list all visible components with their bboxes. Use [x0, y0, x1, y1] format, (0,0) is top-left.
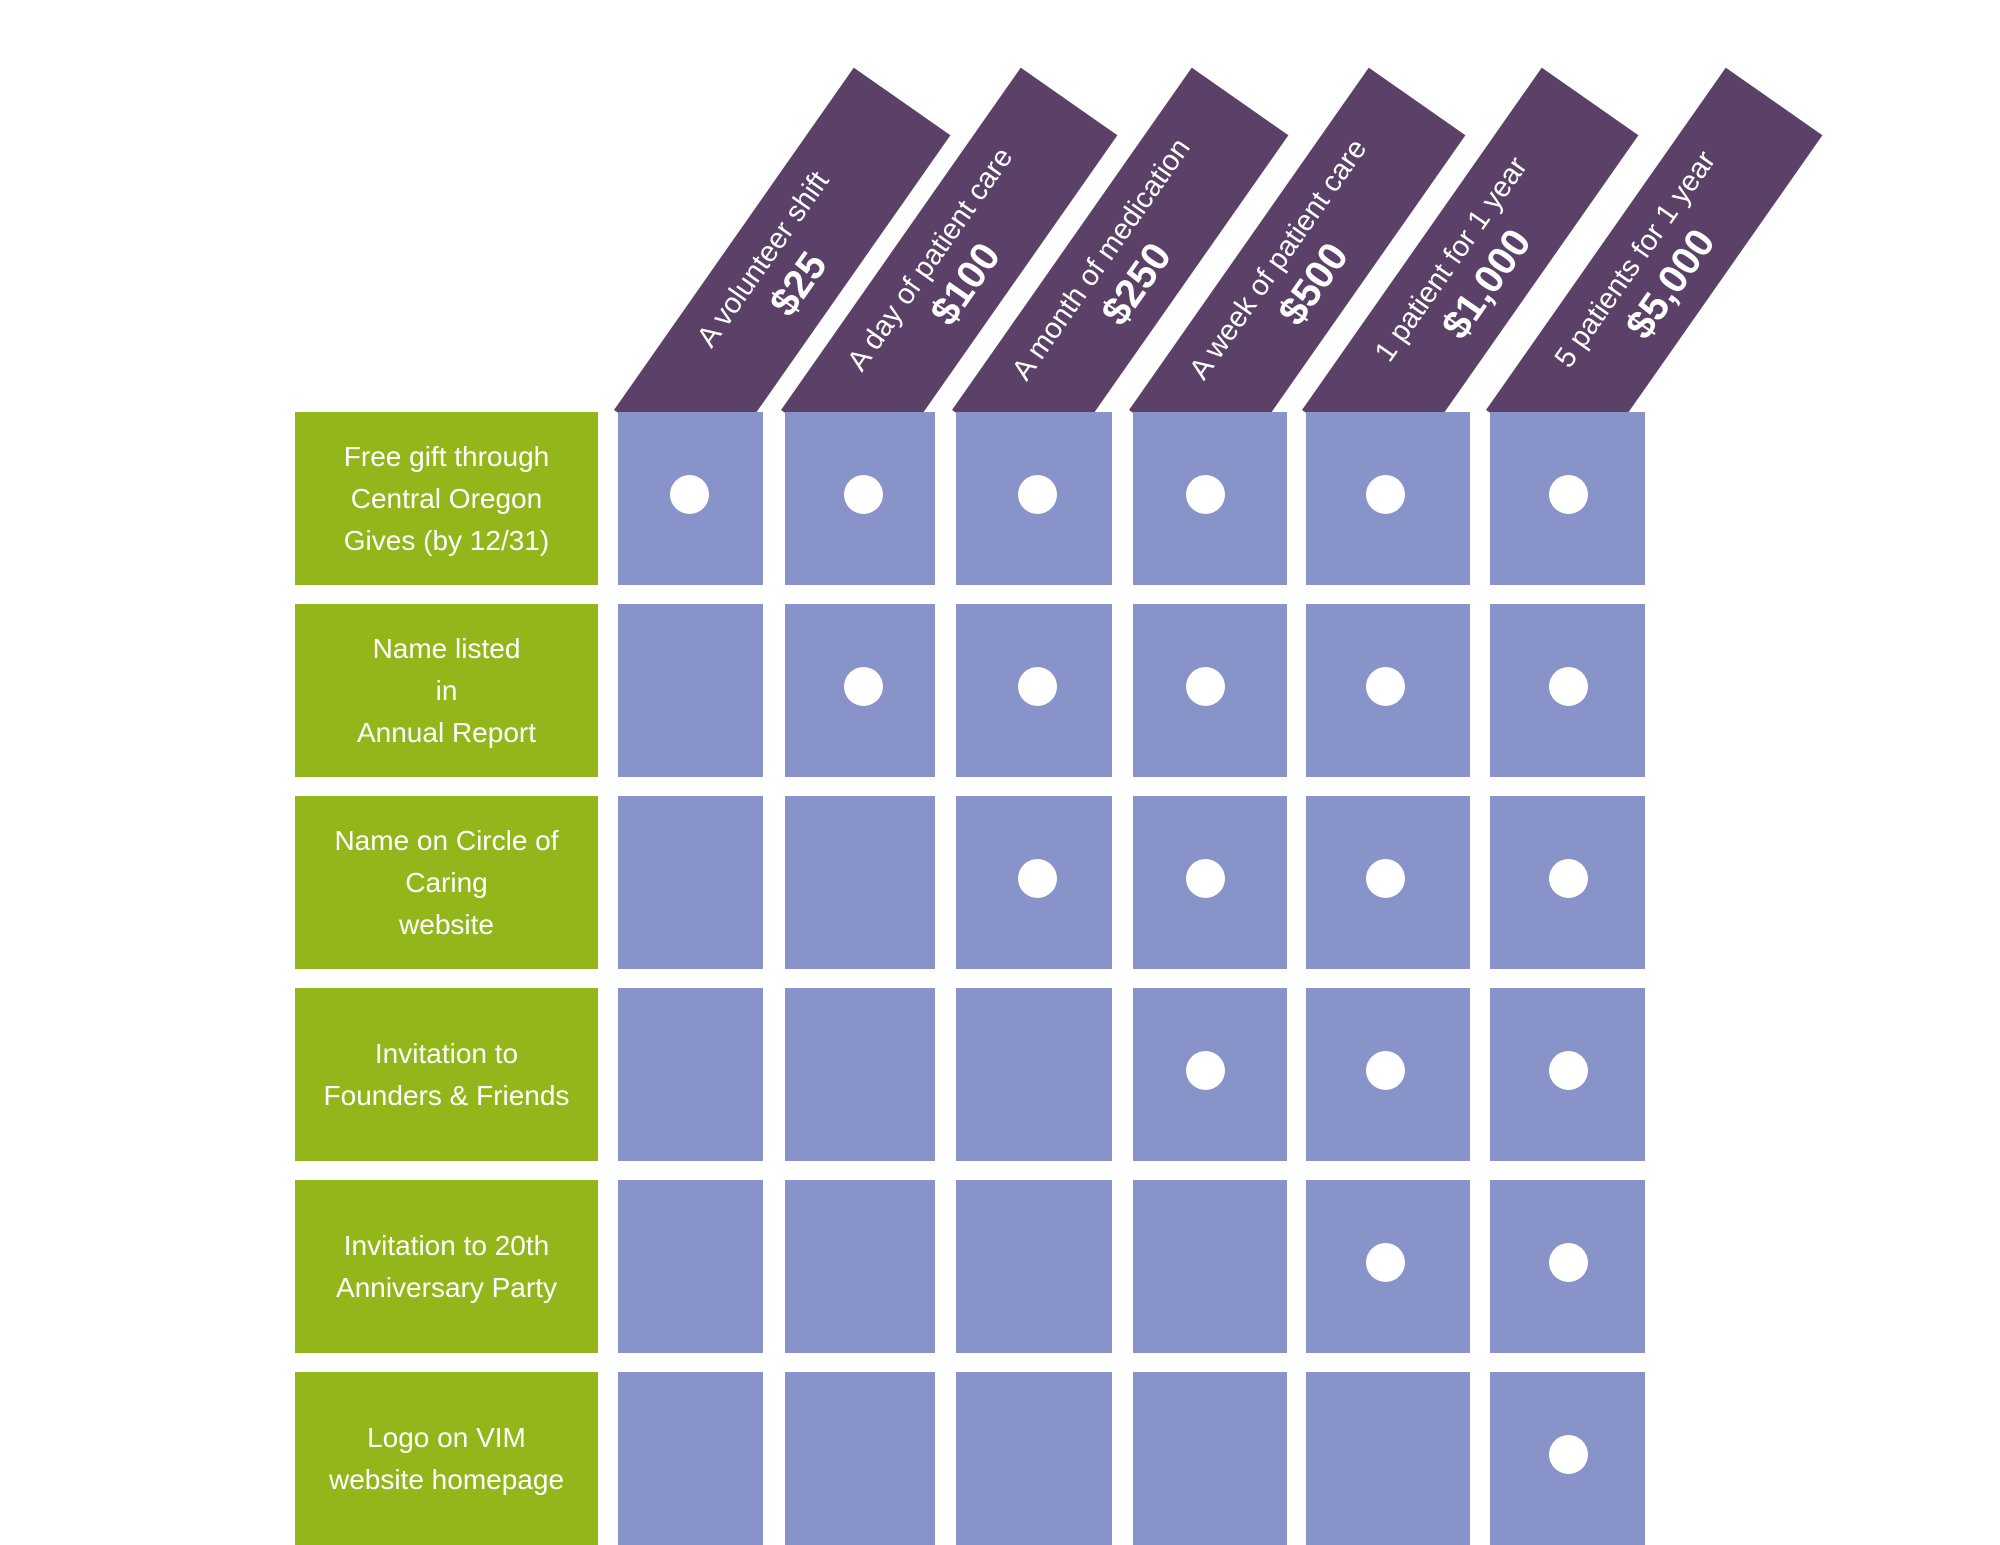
row-label-3: Name on Circle of Caring website [295, 796, 598, 969]
matrix-cell [956, 604, 1112, 777]
row-label-text: Invitation to 20th Anniversary Party [336, 1229, 557, 1303]
matrix-cell [1133, 412, 1287, 585]
included-dot-icon [1549, 1051, 1588, 1090]
matrix-cell [1490, 1372, 1645, 1545]
row-label-1: Free gift through Central Oregon Gives (… [295, 412, 598, 585]
matrix-cell [785, 796, 935, 969]
included-dot-icon [670, 475, 709, 514]
matrix-cell [1133, 1372, 1287, 1545]
matrix-cell [956, 796, 1112, 969]
row-label-text: Name on Circle of Caring website [334, 824, 559, 940]
included-dot-icon [1186, 475, 1225, 514]
matrix-cell [785, 412, 935, 585]
included-dot-icon [844, 667, 883, 706]
matrix-cell [1133, 1180, 1287, 1353]
matrix-cell [785, 604, 935, 777]
matrix-cell [618, 796, 763, 969]
matrix-cell [1133, 988, 1287, 1161]
matrix-cell [1490, 1180, 1645, 1353]
included-dot-icon [1186, 859, 1225, 898]
matrix-cell [956, 988, 1112, 1161]
included-dot-icon [1549, 475, 1588, 514]
matrix-cell [1490, 604, 1645, 777]
included-dot-icon [1366, 667, 1405, 706]
matrix-cell [1306, 796, 1470, 969]
included-dot-icon [1018, 667, 1057, 706]
row-label-5: Invitation to 20th Anniversary Party [295, 1180, 598, 1353]
matrix-cell [618, 988, 763, 1161]
included-dot-icon [1366, 475, 1405, 514]
included-dot-icon [1549, 1435, 1588, 1474]
matrix-cell [1490, 412, 1645, 585]
matrix-cell [1306, 1372, 1470, 1545]
included-dot-icon [1186, 667, 1225, 706]
matrix-cell [1306, 988, 1470, 1161]
matrix-cell [618, 604, 763, 777]
included-dot-icon [1366, 1243, 1405, 1282]
matrix-cell [785, 1180, 935, 1353]
row-label-text: Invitation to Founders & Friends [323, 1037, 570, 1111]
matrix-cell [785, 1372, 935, 1545]
matrix-cell [618, 1372, 763, 1545]
row-label-text: Name listed in Annual Report [356, 632, 536, 748]
row-label-4: Invitation to Founders & Friends [295, 988, 598, 1161]
included-dot-icon [1018, 859, 1057, 898]
matrix-cell [1490, 988, 1645, 1161]
matrix-cell [1306, 1180, 1470, 1353]
matrix-cell [785, 988, 935, 1161]
matrix-cell [956, 1180, 1112, 1353]
row-label-text: Free gift through Central Oregon Gives (… [343, 440, 550, 556]
matrix-cell [1133, 604, 1287, 777]
matrix-cell [1306, 604, 1470, 777]
row-label-2: Name listed in Annual Report [295, 604, 598, 777]
matrix-cell [618, 412, 763, 585]
included-dot-icon [1549, 859, 1588, 898]
matrix-cell [1306, 412, 1470, 585]
included-dot-icon [1366, 1051, 1405, 1090]
matrix-cell [1133, 796, 1287, 969]
included-dot-icon [844, 475, 883, 514]
matrix-cell [956, 1372, 1112, 1545]
included-dot-icon [1549, 1243, 1588, 1282]
included-dot-icon [1366, 859, 1405, 898]
matrix-cell [956, 412, 1112, 585]
matrix-cell [618, 1180, 763, 1353]
included-dot-icon [1018, 475, 1057, 514]
row-label-6: Logo on VIM website homepage [295, 1372, 598, 1545]
matrix-cell [1490, 796, 1645, 969]
row-label-text: Logo on VIM website homepage [328, 1421, 565, 1495]
included-dot-icon [1549, 667, 1588, 706]
included-dot-icon [1186, 1051, 1225, 1090]
